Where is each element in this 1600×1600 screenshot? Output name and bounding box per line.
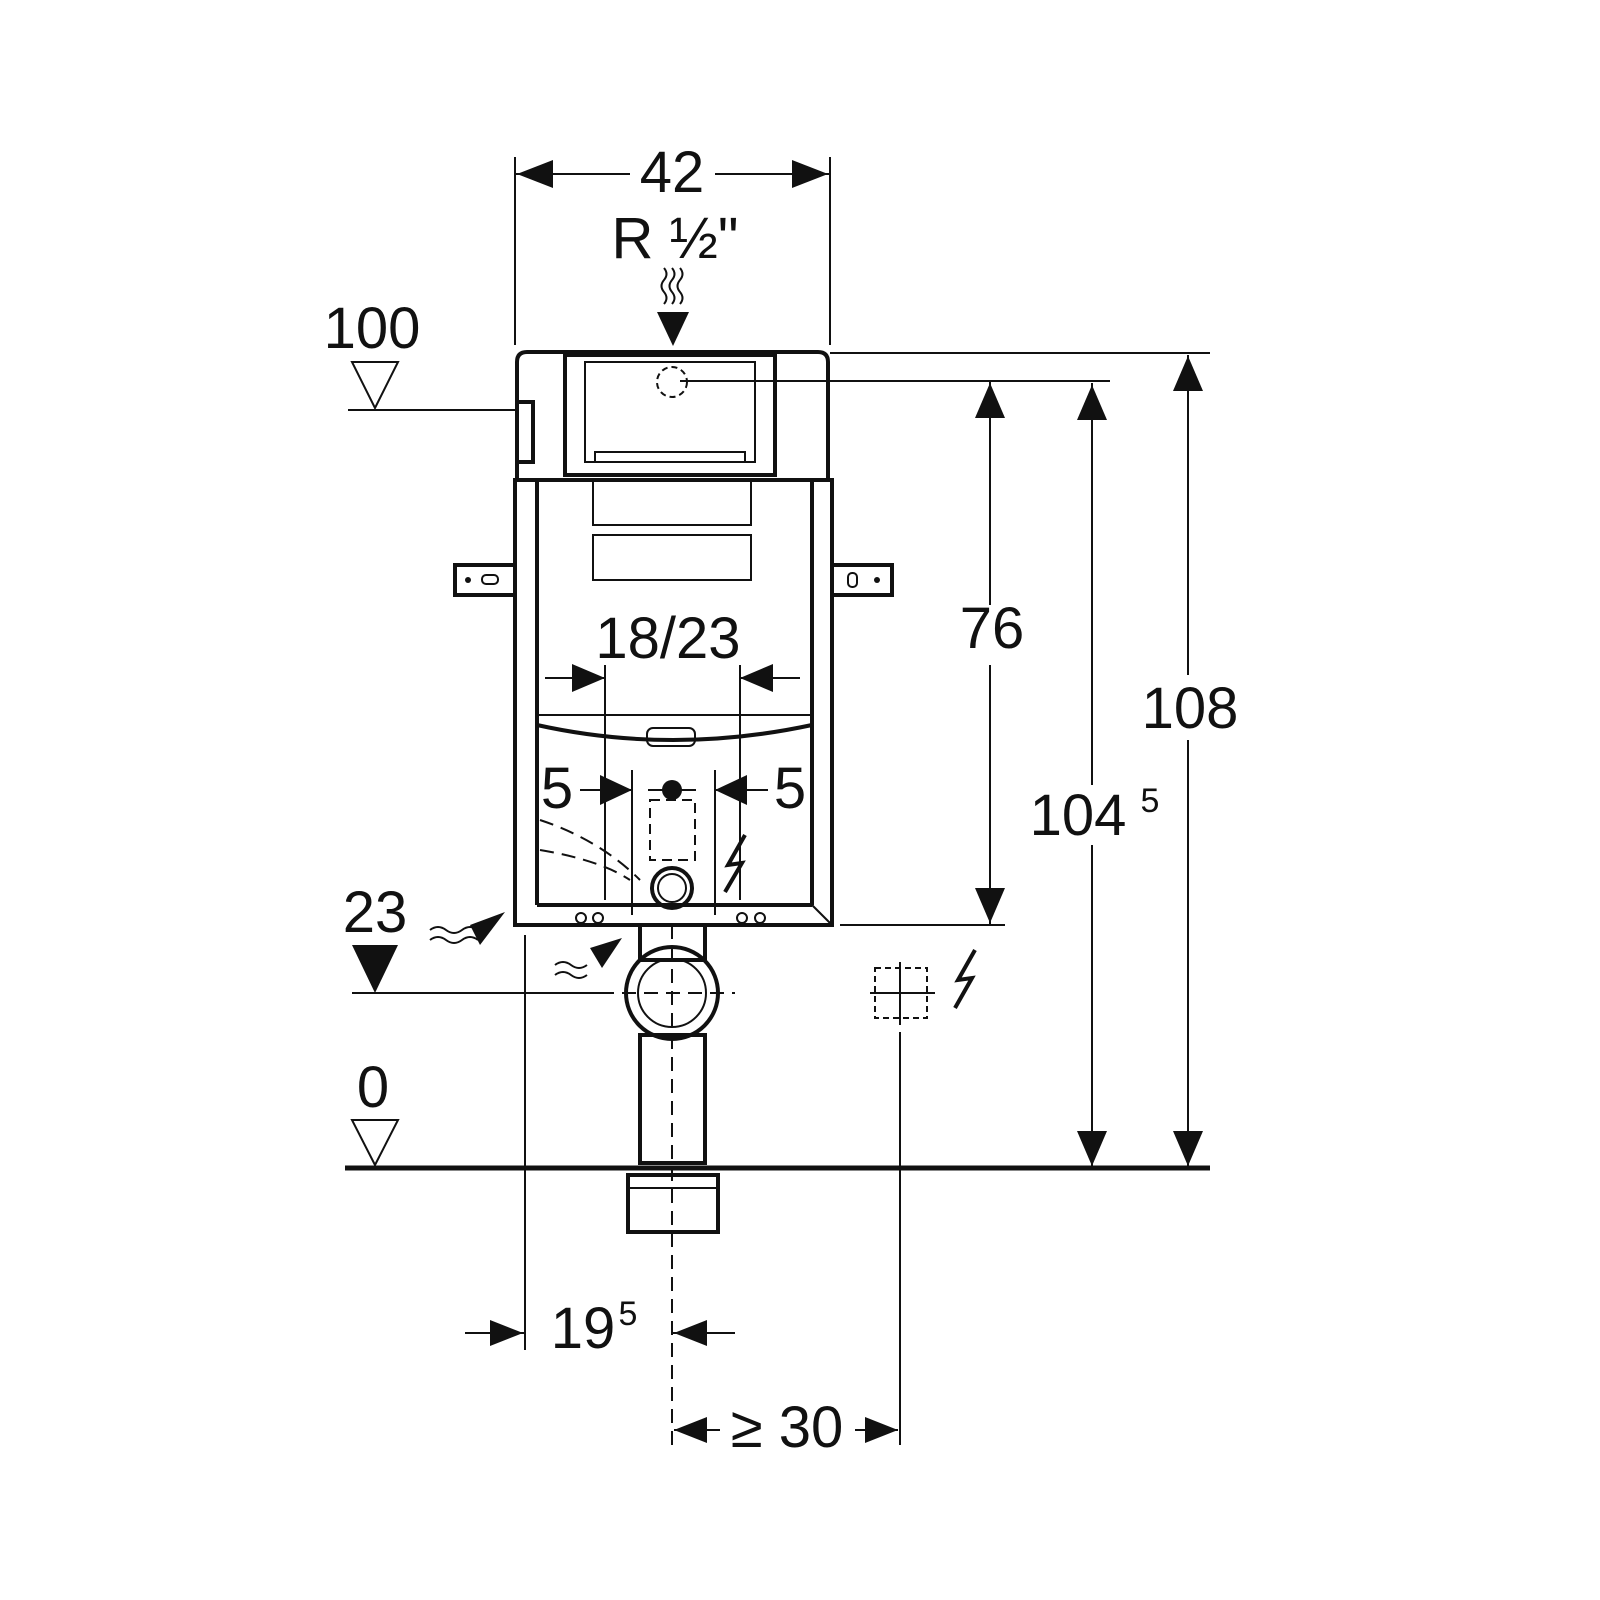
water-inlet: R ½" bbox=[612, 206, 739, 346]
height-104-dimension: 104 5 bbox=[1005, 380, 1160, 1166]
height-104-superscript: 5 bbox=[1141, 782, 1160, 820]
depth-19-superscript: 5 bbox=[619, 1295, 638, 1333]
height-108-label: 108 bbox=[1142, 676, 1239, 741]
flush-plate-label: 18/23 bbox=[595, 606, 740, 671]
arrow-down-icon bbox=[657, 312, 689, 346]
water-wave-icon bbox=[660, 267, 684, 305]
height-104-label: 104 bbox=[1030, 783, 1127, 848]
height-108-dimension: 108 bbox=[830, 352, 1239, 1166]
offset-dimensions: 5 5 bbox=[541, 756, 806, 915]
offset-left-label: 5 bbox=[541, 756, 573, 821]
level-23-label: 23 bbox=[343, 880, 408, 945]
electric-icon bbox=[953, 949, 977, 1009]
water-wave-icon bbox=[554, 961, 588, 979]
drain-pipe bbox=[600, 923, 735, 1445]
electrical-box bbox=[870, 949, 977, 1445]
flush-plate-dimension: 18/23 bbox=[545, 606, 800, 900]
water-wave-icon bbox=[429, 926, 479, 944]
height-76-label: 76 bbox=[960, 596, 1025, 661]
depth-19-label: 19 bbox=[551, 1296, 616, 1361]
height-76-dimension: 76 bbox=[680, 380, 1025, 926]
min-distance-dimension: ≥ 30 bbox=[674, 1395, 898, 1460]
left-bracket bbox=[453, 563, 517, 597]
level-100-label: 100 bbox=[324, 296, 421, 361]
width-dimension: 42 bbox=[514, 140, 831, 345]
depth-19-dimension: 19 5 bbox=[465, 935, 735, 1361]
level-23-marker: 23 bbox=[343, 880, 622, 994]
water-connection-label: R ½" bbox=[612, 206, 739, 271]
level-0-marker: 0 bbox=[345, 1055, 1210, 1171]
level-0-label: 0 bbox=[357, 1055, 389, 1120]
electric-icon bbox=[723, 834, 747, 894]
level-100-marker: 100 bbox=[324, 296, 517, 411]
min-distance-label: ≥ 30 bbox=[731, 1395, 843, 1460]
right-bracket bbox=[830, 563, 894, 597]
offset-right-label: 5 bbox=[774, 756, 806, 821]
width-label: 42 bbox=[640, 140, 705, 205]
